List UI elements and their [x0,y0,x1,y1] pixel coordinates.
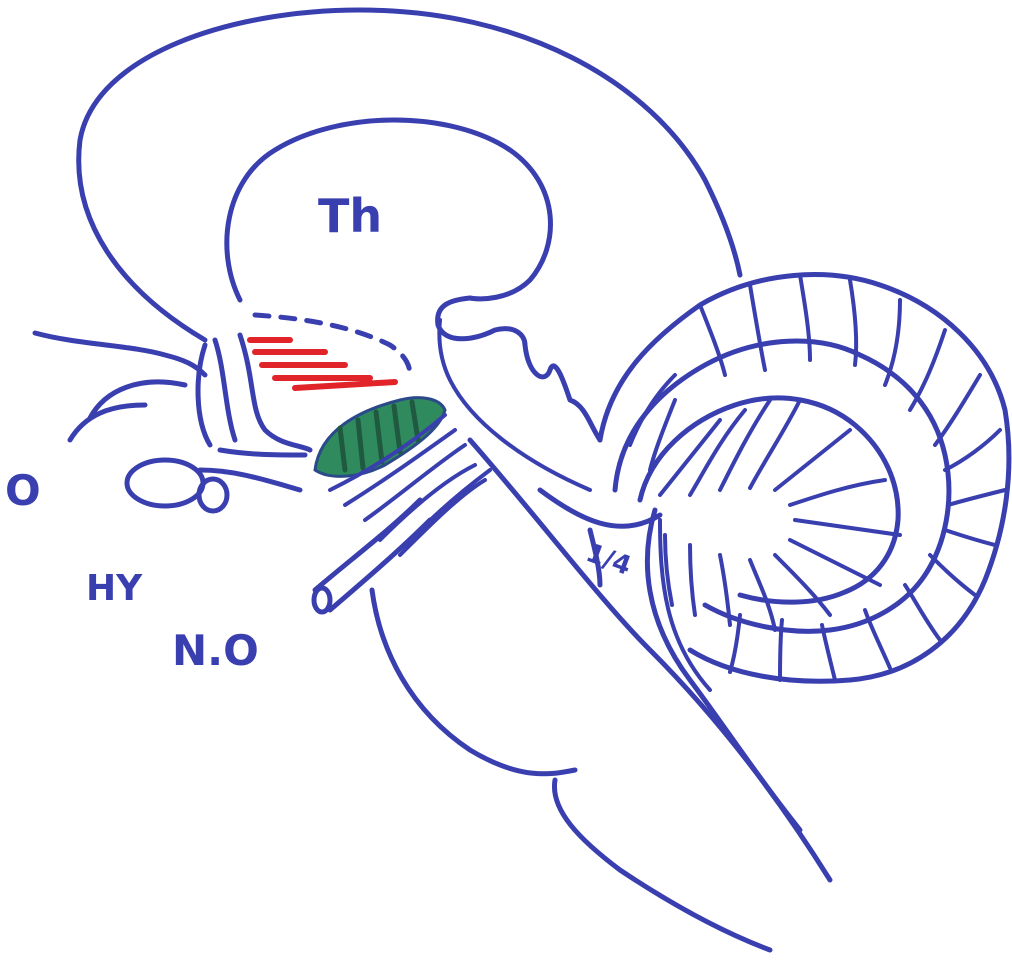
frontal-base-stroke [35,333,205,375]
oculomotor-nerve-end [314,588,330,612]
label-fourth-ventricle: 1/4 [582,538,635,582]
cerebellum [600,275,1009,682]
label-hypophysis: HY [86,568,143,609]
frontal-base-stroke-4 [198,345,210,445]
brainstem-posterior [470,440,830,880]
hypophysis-blob [199,479,227,511]
callosal-arc [227,120,551,300]
pons-outline [372,590,575,774]
red-hatch-area [250,340,395,388]
optic-chiasm-blob [127,460,203,506]
medulla-outline [554,780,770,950]
hemisphere-outline [79,10,740,340]
label-optic: O [5,466,41,515]
frontal-base-stroke-3 [70,405,145,440]
frontal-base-stroke-5 [215,340,235,440]
tectum-fold [438,298,600,440]
mammillary-stroke [220,450,305,455]
label-nucleus-olivaris: N.O [172,626,259,675]
label-thalamus: Th [318,189,382,243]
tectum-inner [439,320,590,490]
